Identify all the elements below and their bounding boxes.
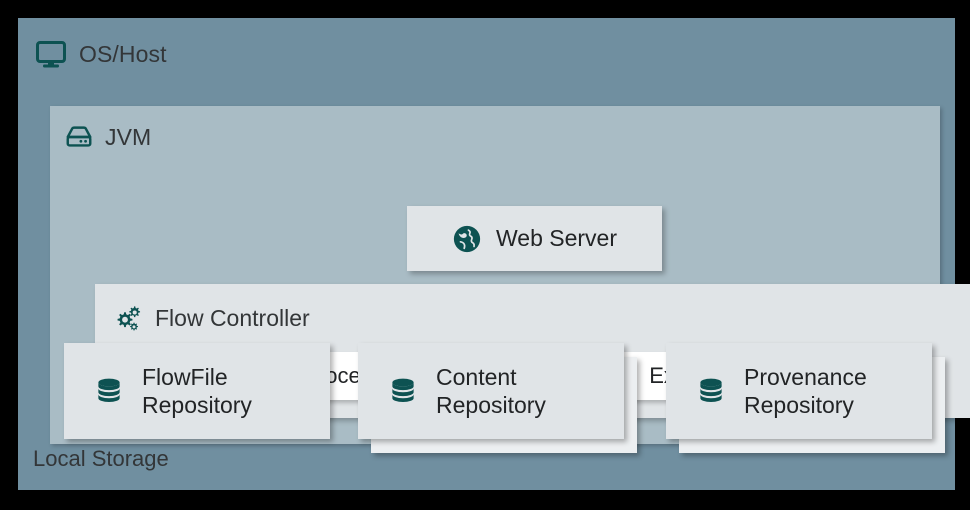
repository-text: FlowFile Repository xyxy=(142,363,252,419)
repository-provenance[interactable]: Provenance Repository xyxy=(666,343,945,453)
repository-card[interactable]: Content Repository xyxy=(358,343,624,439)
database-icon xyxy=(92,374,126,408)
repository-line-2: Repository xyxy=(744,392,854,418)
repository-line-2: Repository xyxy=(142,392,252,418)
repository-text: Content Repository xyxy=(436,363,546,419)
flow-controller-label: Flow Controller xyxy=(155,304,310,331)
os-host-header: OS/Host xyxy=(35,34,167,74)
os-host-panel: OS/Host JVM xyxy=(18,18,970,490)
repository-content[interactable]: Content Repository xyxy=(358,343,637,453)
database-icon xyxy=(694,374,728,408)
monitor-icon xyxy=(35,38,67,70)
repository-line-1: Provenance xyxy=(744,363,867,390)
repository-text: Provenance Repository xyxy=(744,363,867,419)
jvm-label: JVM xyxy=(105,123,152,150)
repository-line-2: Repository xyxy=(436,392,546,418)
web-server-card[interactable]: Web Server xyxy=(407,206,662,271)
database-icon xyxy=(386,374,420,408)
flow-controller-header: Flow Controller xyxy=(111,300,310,336)
repository-card[interactable]: FlowFile Repository xyxy=(64,343,330,439)
web-server-label: Web Server xyxy=(495,225,617,251)
gears-icon xyxy=(111,302,143,334)
local-storage-label: Local Storage xyxy=(33,446,169,471)
repository-card[interactable]: Provenance Repository xyxy=(666,343,932,439)
repository-flowfile[interactable]: FlowFile Repository xyxy=(64,343,330,439)
server-icon xyxy=(64,122,94,152)
globe-icon xyxy=(452,224,482,254)
jvm-header: JVM xyxy=(64,119,151,155)
os-host-label: OS/Host xyxy=(79,40,167,67)
repository-line-1: Content xyxy=(436,363,517,390)
repository-line-1: FlowFile xyxy=(142,363,228,390)
